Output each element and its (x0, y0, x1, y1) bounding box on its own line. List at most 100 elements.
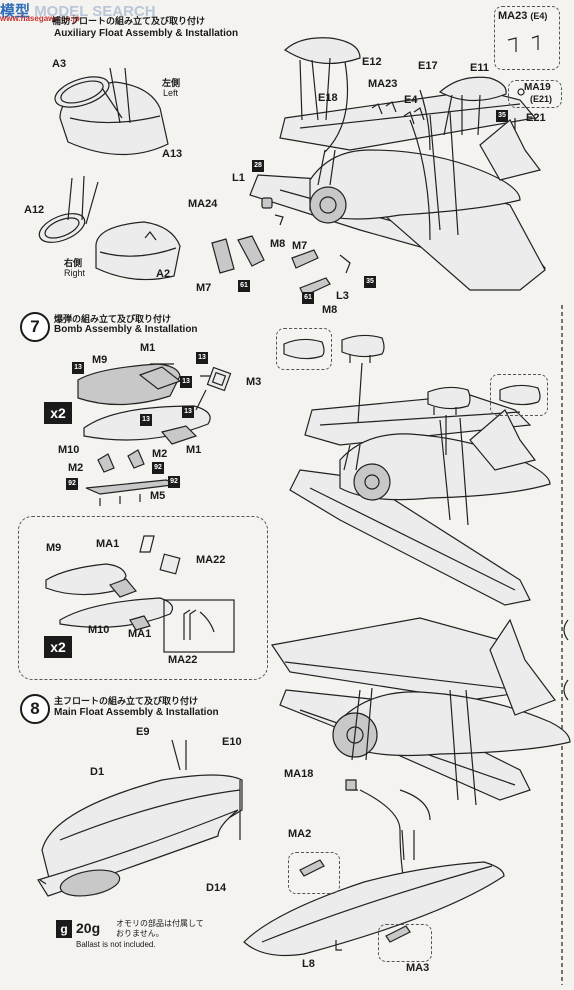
color-chip-92-c: 92 (168, 476, 180, 488)
part-label-m2-b: M2 (152, 448, 168, 460)
right-label-en: Right (64, 268, 86, 278)
part-label-a13: A13 (162, 148, 183, 160)
ballast-note-en: Ballast is not included. (76, 940, 156, 949)
part-label-e4: E4 (404, 94, 418, 106)
part-label-m8-a: M8 (270, 238, 286, 250)
part-label-m3: M3 (246, 376, 262, 388)
part-label-l1: L1 (232, 172, 245, 184)
part-label-m1-b: M1 (186, 444, 202, 456)
bomb-assembly-drawing (77, 363, 232, 506)
color-chip-92-b: 92 (66, 478, 78, 490)
part-label-m10: M10 (58, 444, 80, 456)
main-float-drawing (37, 739, 243, 897)
step7-title-en: Bomb Assembly & Installation (54, 324, 198, 335)
color-chip-28: 28 (252, 160, 264, 172)
ma2-callout (288, 852, 340, 894)
watermark-sub: www.hasegawa.co.jp (0, 14, 80, 23)
part-label-ma23: MA23 (368, 78, 398, 90)
callout-label-e21: (E21) (530, 94, 553, 104)
callout-e4-paren: (E4) (530, 11, 548, 21)
part-label-d14: D14 (206, 882, 227, 894)
callout-label-ma23: MA23 (E4) (498, 10, 547, 22)
aircraft-step8-drawing (270, 617, 571, 901)
aircraft-step7-drawing (289, 334, 551, 606)
part-label-l3: L3 (336, 290, 349, 302)
part-label-ma2: MA2 (288, 828, 312, 840)
aircraft-step6-drawing (249, 37, 547, 291)
left-label-en: Left (163, 88, 179, 98)
part-label-a12: A12 (24, 204, 45, 216)
right-label-jp: 右側 (64, 258, 83, 268)
part-label-e10: E10 (222, 736, 242, 748)
color-chip-13-e: 13 (140, 414, 152, 426)
part-label-ma22-a: MA22 (196, 554, 226, 566)
watermark-site: MODEL SEARCH (34, 3, 156, 20)
step8-title-jp: 主フロートの組み立て及び取り付け (54, 696, 199, 706)
ballast-note-jp-1: オモリの部品は付属して (116, 919, 204, 928)
color-chip-35-a: 35 (496, 110, 508, 122)
color-chip-35-b: 35 (364, 276, 376, 288)
ma3-callout (378, 924, 432, 962)
step7-multiplier: x2 (44, 402, 72, 424)
color-chip-61-b: 61 (302, 292, 314, 304)
callout-label-ma19: MA19 (524, 82, 551, 93)
part-label-m7-b: M7 (292, 240, 308, 252)
color-chip-92-a: 92 (152, 462, 164, 474)
part-label-m8-b: M8 (322, 304, 338, 316)
watermark-brand: 模型 (0, 3, 31, 20)
ballast-weight: 20g (76, 920, 101, 936)
part-label-e21: E21 (526, 112, 546, 124)
left-label-jp: 左側 (162, 78, 181, 88)
part-label-m7-a: M7 (196, 282, 212, 294)
part-label-ma1-b: MA1 (128, 628, 152, 640)
aux-float-left-drawing (54, 67, 169, 156)
ballast-note: g 20g オモリの部品は付属して おりません。 Ballast is not … (54, 918, 254, 952)
step7-title-jp: 爆弾の組み立て及び取り付け (54, 314, 172, 324)
ballast-badge: g (56, 920, 72, 938)
part-label-a2: A2 (156, 268, 171, 280)
part-label-a3: A3 (52, 58, 67, 70)
part-label-e17: E17 (418, 60, 438, 72)
part-label-m9-b: M9 (46, 542, 62, 554)
main-float-installed-drawing (243, 779, 505, 957)
callout-ma23-text: MA23 (498, 10, 528, 22)
ma-bomb-assembly-drawing (45, 535, 235, 653)
watermark: 模型 MODEL SEARCH (0, 0, 156, 21)
part-label-m5: M5 (150, 490, 166, 502)
part-label-e11: E11 (470, 62, 489, 74)
color-chip-13-b: 13 (196, 352, 208, 364)
color-chip-61-a: 61 (238, 280, 250, 292)
step8-number: 8 (20, 694, 50, 724)
part-label-ma24: MA24 (188, 198, 218, 210)
color-chip-13-d: 13 (182, 406, 194, 418)
part-label-e9: E9 (136, 726, 150, 738)
part-label-m2-a: M2 (68, 462, 84, 474)
part-label-ma1-a: MA1 (96, 538, 120, 550)
step7b-panel (18, 516, 268, 680)
aux-float-right-drawing (38, 175, 181, 281)
step7b-multiplier: x2 (44, 636, 72, 658)
part-label-e18: E18 (318, 92, 338, 104)
step8-title-en: Main Float Assembly & Installation (54, 707, 219, 718)
part-label-ma18: MA18 (284, 768, 314, 780)
step6-title-en: Auxiliary Float Assembly & Installation (54, 28, 239, 39)
part-label-ma3: MA3 (406, 962, 430, 974)
part-label-l8: L8 (302, 958, 315, 970)
part-label-m9: M9 (92, 354, 108, 366)
color-chip-13-c: 13 (180, 376, 192, 388)
color-chip-13-a: 13 (72, 362, 84, 374)
ballast-note-jp-2: おりません。 (116, 929, 164, 938)
part-label-ma22-b: MA22 (168, 654, 198, 666)
step6-title-jp: 補助フロートの組み立て及び取り付け (52, 16, 206, 26)
ma23-e4-callout (494, 6, 560, 70)
ma19-e21-callout (508, 80, 562, 108)
bomb-callout-right (490, 374, 548, 416)
part-label-d1: D1 (90, 766, 105, 778)
part-label-m10-b: M10 (88, 624, 110, 636)
bomb-callout-left (276, 328, 332, 370)
part-label-m1-a: M1 (140, 342, 156, 354)
part-label-e12: E12 (362, 56, 382, 68)
step7-number: 7 (20, 312, 50, 342)
